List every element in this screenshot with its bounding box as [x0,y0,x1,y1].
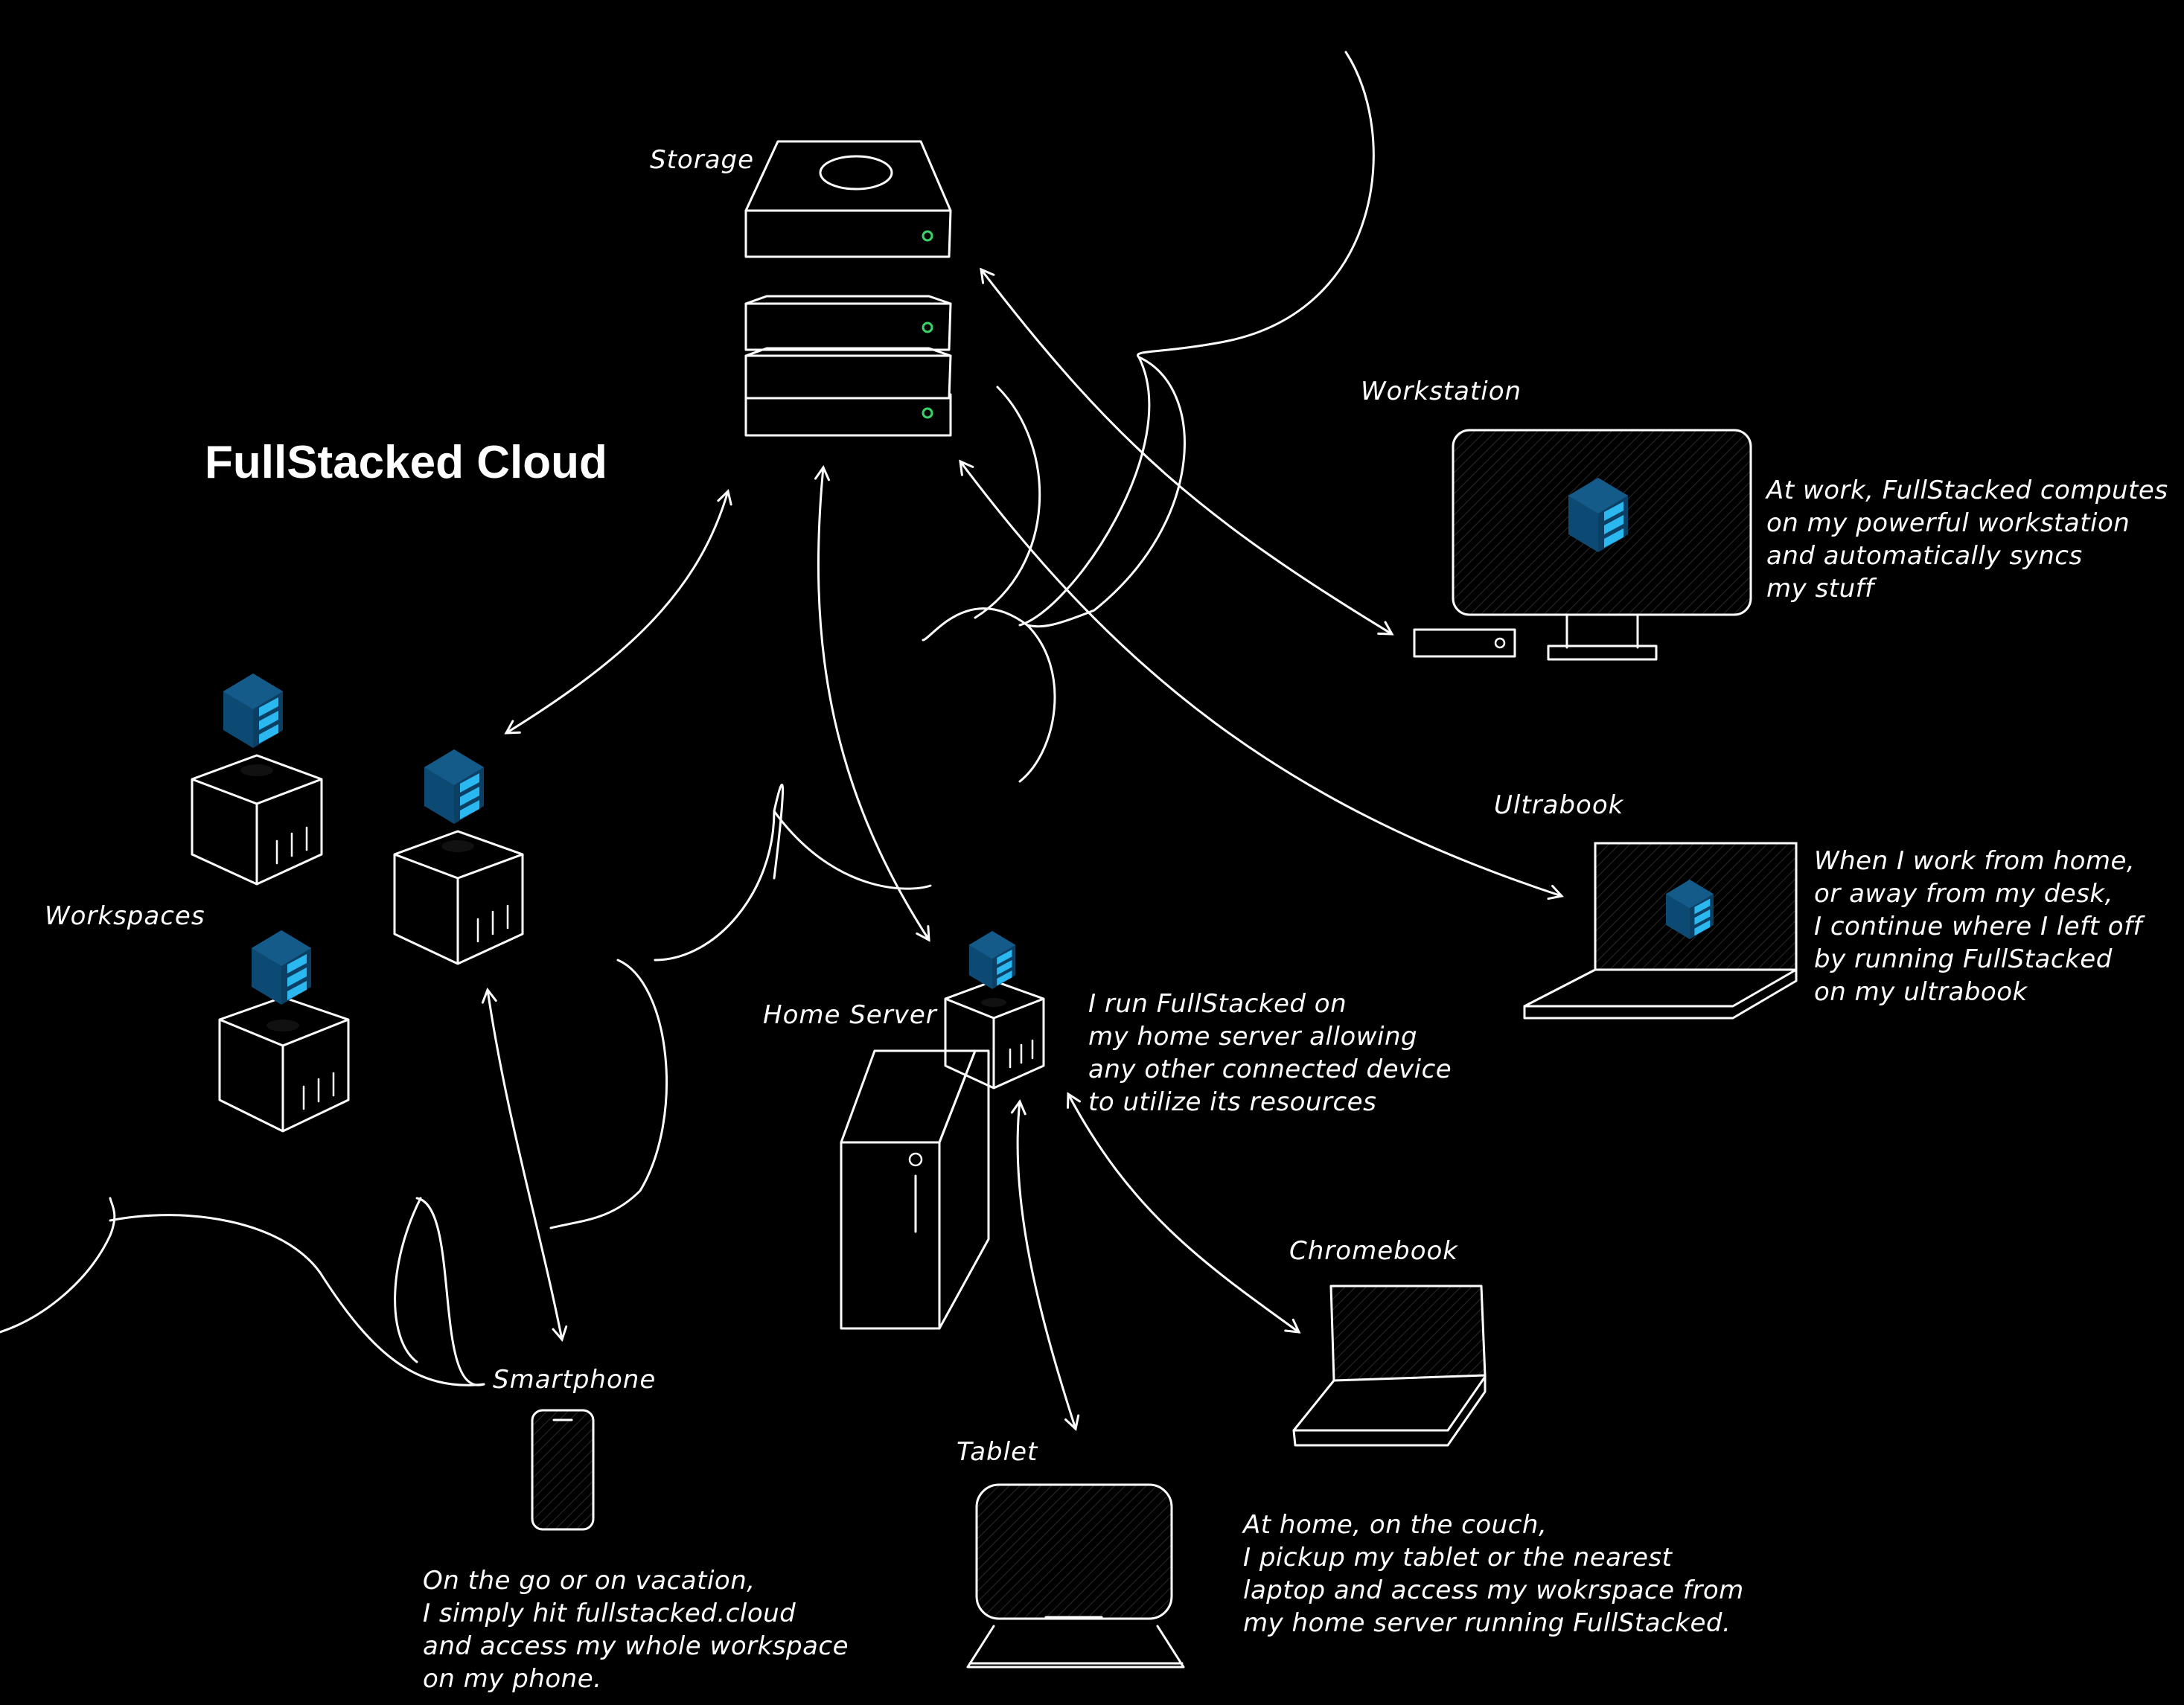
tower-server-icon [840,1049,990,1330]
chromebook-group: Chromebook [1289,1236,1487,1447]
container-box-icon [191,674,323,886]
connectors [481,267,1564,1431]
workstation-note-line-1: At work, FullStacked computes [1765,476,2168,505]
tablet-chromebook-note-line-4: my home server running FullStacked. [1243,1608,1731,1638]
monitor-icon [1413,429,1752,661]
cloud-outline [0,51,1375,1386]
home-server-note-line-3: any other connected device [1088,1055,1452,1084]
fullstacked-logo-icon [223,674,283,748]
container-box-icon [218,930,350,1133]
home-server-label: Home Server [763,1000,938,1030]
smartphone-label: Smartphone [493,1365,656,1395]
tablet-group: Tablet [957,1437,1185,1669]
workstation-group: Workstation At work, FullStacked compute… [1361,377,2168,661]
smartphone-note-line-1: On the go or on vacation, [423,1566,756,1596]
tablet-label: Tablet [957,1437,1038,1467]
home-server-note-line-4: to utilize its resources [1088,1087,1376,1117]
ultrabook-note-line-4: by running FullStacked [1814,944,2113,974]
workstation-note-line-3: and automatically syncs [1766,541,2083,571]
connector-home-server-chromebook [1067,1092,1301,1334]
connector-home-server-tablet [1010,1098,1080,1431]
connector-storage-ultrabook [959,459,1564,901]
home-server-note-line-1: I run FullStacked on [1088,989,1347,1019]
fullstacked-logo-icon [424,749,484,824]
storage-group: Storage [650,140,952,437]
storage-label: Storage [650,145,754,175]
ultrabook-note-line-1: When I work from home, [1814,846,2135,876]
smartphone-note-line-2: I simply hit fullstacked.cloud [423,1599,796,1628]
ultrabook-note-line-5: on my ultrabook [1814,977,2028,1007]
tablet-chromebook-note-line-3: laptop and access my wokrspace from [1243,1576,1744,1605]
connector-storage-home-server [814,464,930,942]
ultrabook-label: Ultrabook [1494,790,1624,820]
workstation-note-line-4: my stuff [1766,574,1877,604]
workstation-note-line-2: on my powerful workstation [1766,508,2130,538]
fullstacked-logo-icon [968,931,1016,989]
smartphone-group: Smartphone On the go or on vacation, I s… [423,1365,849,1694]
home-server-note-line-2: my home server allowing [1088,1022,1417,1052]
ultrabook-group: Ultrabook When I work from home, or away… [1494,790,2146,1020]
storage-drive-icon [744,140,952,437]
tablet-chromebook-note-line-2: I pickup my tablet or the nearest [1243,1543,1673,1573]
workstation-label: Workstation [1361,377,1522,406]
ultrabook-note-line-2: or away from my desk, [1814,879,2113,909]
workspaces-label: Workspaces [45,901,205,931]
connector-workspaces-smartphone [481,987,568,1343]
laptop-icon [1292,1285,1487,1447]
diagram-title: FullStacked Cloud [205,437,607,488]
connector-storage-workstation [980,267,1394,636]
tablet-icon [966,1483,1185,1669]
container-box-icon [393,749,524,965]
smartphone-note-line-4: on my phone. [423,1664,601,1694]
fullstacked-logo-icon [252,930,311,1005]
ultrabook-note-line-3: I continue where I left off [1814,912,2146,941]
connector-storage-workspaces [504,489,732,735]
phone-icon [531,1409,595,1531]
home-server-group: Home Server I run FullStacked on my home… [763,931,1452,1330]
chromebook-label: Chromebook [1289,1236,1458,1266]
workspaces-group: Workspaces [45,674,524,1133]
laptop-icon [1523,842,1798,1020]
container-box-icon [944,931,1045,1090]
smartphone-note-line-3: and access my whole workspace [423,1631,849,1661]
tablet-chromebook-note-line-1: At home, on the couch, [1242,1510,1547,1540]
